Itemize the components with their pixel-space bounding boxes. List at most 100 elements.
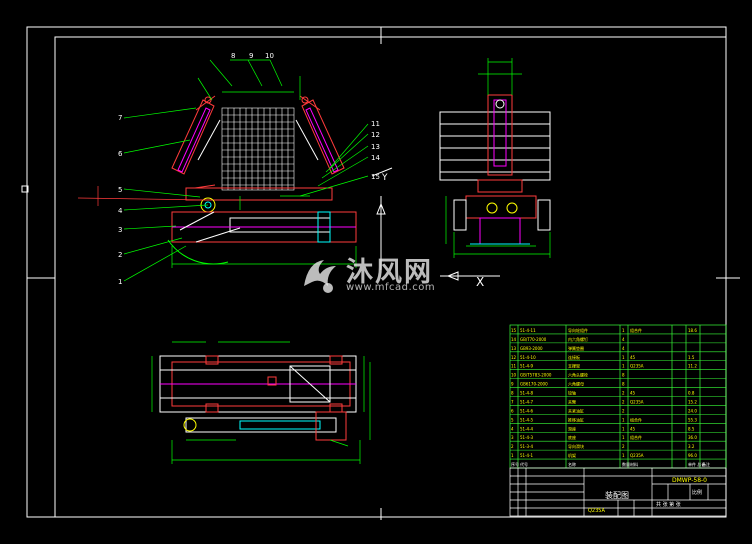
- left-clamp-arm: [171, 95, 221, 189]
- bom-cell-no: 14: [511, 337, 517, 342]
- bom-cell-mass: 1.5: [688, 355, 695, 360]
- grid-basket: [221, 107, 295, 191]
- bom-cell-code: 51-4-8: [520, 391, 534, 396]
- balloon-14: 14: [371, 154, 380, 162]
- bom-cell-no: 3: [511, 435, 514, 440]
- bom-cell-no: 11: [511, 364, 517, 369]
- bom-cell-code: 51-4-9: [520, 364, 534, 369]
- slide-base: [167, 187, 357, 265]
- bom-cell-name: 底座: [568, 434, 576, 440]
- bom-cell-qty: 2: [622, 399, 625, 404]
- watermark-url: www.mfcad.com: [346, 282, 436, 293]
- side-view: [439, 94, 551, 245]
- bom-header-code: 代号: [520, 461, 528, 467]
- balloon-5: 5: [118, 186, 122, 194]
- bom-cell-note: 45: [630, 391, 636, 396]
- bom-cell-mass: 15.2: [688, 399, 697, 404]
- bom-cell-no: 5: [511, 417, 514, 422]
- bom-cell-name: 夹紧油缸: [568, 407, 584, 413]
- top-dimensions: [151, 341, 371, 464]
- balloon-11: 11: [371, 120, 380, 128]
- view-y-label: Y: [381, 173, 388, 183]
- bom-cell-qty: 4: [622, 337, 625, 342]
- title-block-text: 装配图 DMWP-58-0 Q235A 比例 共 张 第 张: [588, 477, 707, 514]
- scale-label: 比例: [692, 489, 702, 496]
- bom-cell-note: Q235A: [630, 399, 644, 404]
- watermark: 沐风网 www.mfcad.com: [298, 250, 468, 300]
- title-material: Q235A: [588, 508, 605, 514]
- bom-header-note: 材料: [630, 461, 638, 467]
- bom-cell-no: 12: [511, 355, 517, 360]
- bom-cell-name: 连接板: [568, 354, 580, 360]
- bom-cell-code: 51-4-7: [520, 399, 534, 404]
- bom-cell-mass: 18.6: [688, 328, 697, 333]
- bom-cell-name: 夹臂: [568, 398, 576, 404]
- bom-cell-no: 13: [511, 346, 517, 351]
- balloon-12: 12: [371, 131, 380, 139]
- bom-cell-name: 弹簧垫圈: [568, 345, 584, 351]
- bom-cell-name: 铰轴: [568, 390, 576, 396]
- bom-cell-code: 51-4-6: [520, 408, 534, 413]
- balloon-leaders-right: [299, 123, 369, 197]
- front-dimensions: [171, 59, 357, 268]
- front-view: 7 6 5 4 3 2 1 11 12 13 14 15 8 9 10 Y: [77, 52, 393, 286]
- bom-cell-mass: 36.0: [688, 435, 697, 440]
- balloon-13: 13: [371, 143, 380, 151]
- bom-cell-no: 15: [511, 328, 517, 333]
- bom-header-remark: 备注: [702, 461, 710, 467]
- bom-cell-no: 4: [511, 426, 514, 431]
- bom-header-no: 序号: [511, 461, 519, 467]
- bom-cell-name: 机架: [568, 452, 576, 458]
- bom-cell-code: GB6170-2000: [520, 382, 548, 387]
- bom-cell-qty: 1: [622, 355, 625, 360]
- balloon-15: 15: [371, 173, 380, 181]
- view-x-label: X: [476, 275, 484, 289]
- bom-cell-name: 导向滑块: [568, 443, 584, 449]
- right-clamp-arm: [295, 95, 345, 175]
- top-view: [159, 355, 357, 441]
- bom-cell-mass: 55.3: [688, 417, 697, 422]
- bom-cell-name: 六角螺母: [568, 381, 584, 387]
- bom-cell-name: 支撑架: [568, 363, 580, 369]
- bom-cell-code: 51-4-11: [520, 328, 536, 333]
- balloon-9: 9: [249, 52, 253, 60]
- bom-cell-name: 滑座: [568, 425, 576, 431]
- bom-cell-qty: 4: [622, 346, 625, 351]
- bom-cell-mass: 24.0: [688, 408, 697, 413]
- inner-frame: [54, 36, 727, 518]
- grip-marker[interactable]: [21, 185, 29, 193]
- bom-cell-mass: 0.8: [688, 391, 695, 396]
- balloon-3: 3: [118, 226, 122, 234]
- view-y-axis: Y: [371, 167, 393, 270]
- bom-cell-qty: 1: [622, 426, 625, 431]
- sheet-label: 共 张 第 张: [656, 501, 681, 508]
- bom-cell-no: 8: [511, 391, 514, 396]
- side-dimensions: [445, 58, 551, 258]
- title-block: [509, 467, 727, 517]
- bom-cell-no: 6: [511, 408, 514, 413]
- watermark-logo-icon: [304, 260, 336, 293]
- bom-cell-code: 51-4-10: [520, 355, 536, 360]
- balloon-8: 8: [231, 52, 235, 60]
- bom-cell-code: 51-4-1: [520, 453, 534, 458]
- bom-cell-note: Q235A: [630, 364, 644, 369]
- bom-cell-no: 1: [511, 453, 514, 458]
- bom-cell-qty: 1: [622, 364, 625, 369]
- balloon-labels-top: 8 9 10: [231, 52, 274, 60]
- balloon-6: 6: [118, 150, 123, 158]
- bom-cell-mass: 11.2: [688, 364, 697, 369]
- balloon-leaders-left: [77, 107, 209, 282]
- balloon-2: 2: [118, 251, 122, 259]
- bom-cell-qty: 2: [622, 391, 625, 396]
- balloon-4: 4: [118, 207, 123, 215]
- drawing-title: 装配图: [605, 490, 629, 500]
- balloon-labels-right: 11 12 13 14 15: [371, 120, 380, 181]
- bom-cell-code: 51-4-4: [520, 426, 534, 431]
- bom-cell-note: 组合件: [630, 327, 642, 333]
- bom-cell-note: Q235A: [630, 453, 644, 458]
- balloon-labels-left: 7 6 5 4 3 2 1: [118, 114, 123, 286]
- bom-header-mass: 单件 总计: [688, 461, 705, 467]
- bom-header-qty: 数量: [622, 461, 630, 467]
- bom-cell-code: GB93-2000: [520, 346, 543, 351]
